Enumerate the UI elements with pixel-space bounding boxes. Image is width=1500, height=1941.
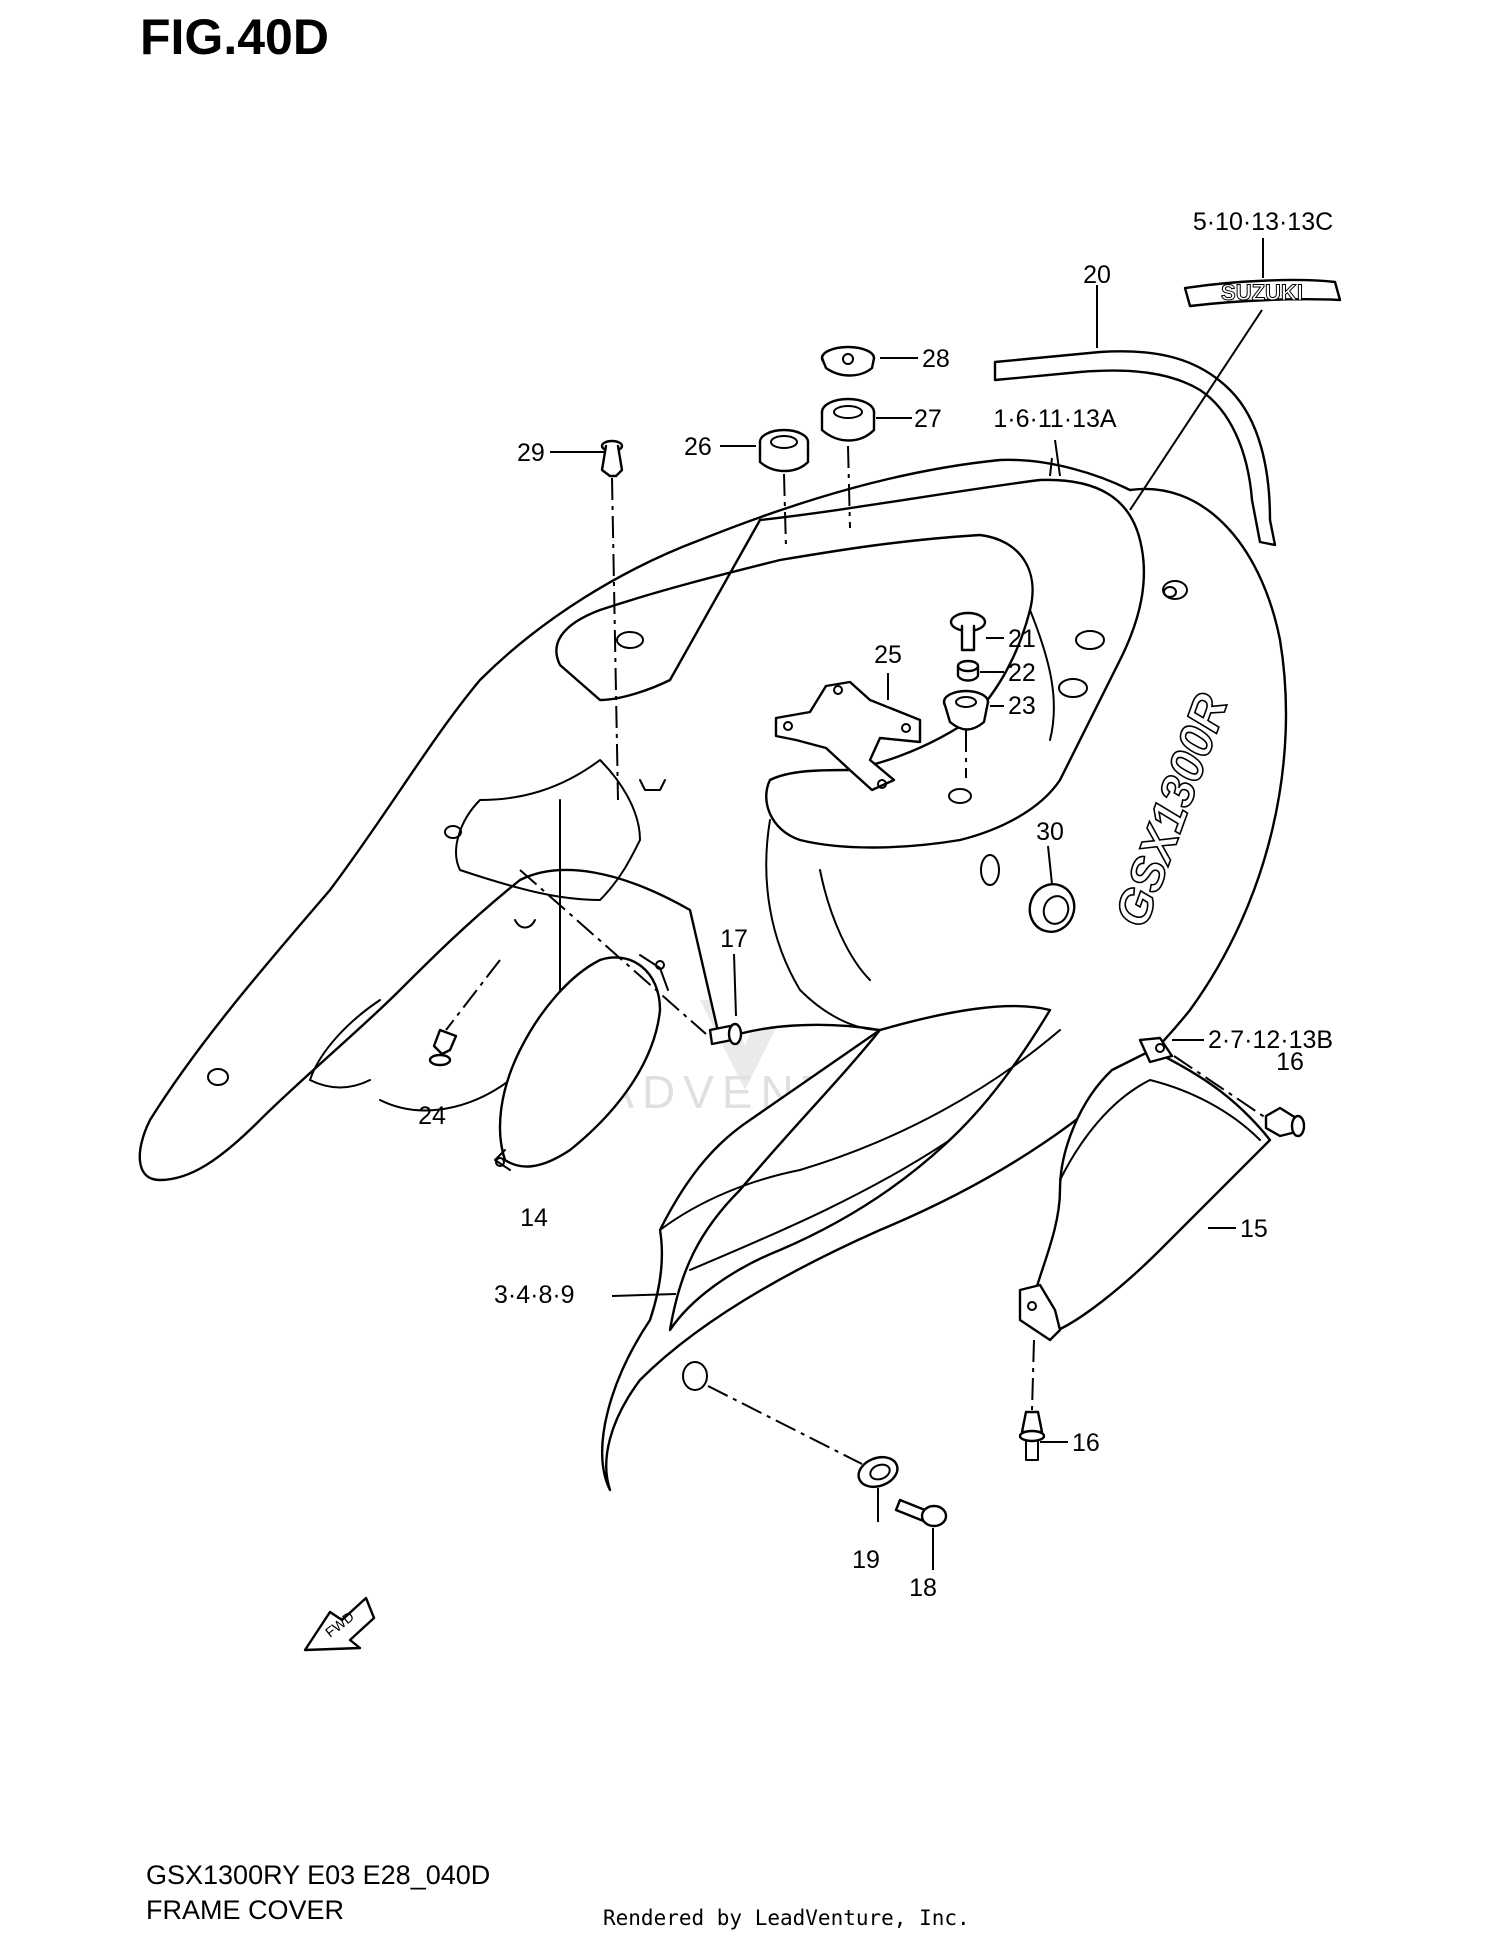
model-code: GSX1300RY E03 E28_040D bbox=[146, 1860, 491, 1890]
bolt-18 bbox=[894, 1498, 948, 1528]
callout-29: 29 bbox=[517, 439, 545, 467]
callout-25: 25 bbox=[874, 641, 902, 669]
callout-16-bottom: 16 bbox=[1072, 1429, 1100, 1457]
grommet-23 bbox=[942, 689, 990, 731]
clip-16-top bbox=[1264, 1106, 1306, 1138]
bolt-21 bbox=[949, 611, 987, 652]
assembly-dash-lines bbox=[445, 445, 1267, 1465]
callout-24: 24 bbox=[418, 1102, 446, 1130]
render-credit: Rendered by LeadVenture, Inc. bbox=[603, 1906, 970, 1930]
callout-19: 19 bbox=[852, 1546, 880, 1574]
grommet-19 bbox=[857, 1455, 899, 1489]
grommet-27 bbox=[820, 397, 876, 442]
callout-28: 28 bbox=[922, 345, 950, 373]
callout-labels: 5·10·13·13C 20 28 27 1·6·11·13A 29 26 21… bbox=[418, 208, 1333, 1602]
callout-17: 17 bbox=[720, 925, 748, 953]
bracket-25 bbox=[774, 680, 922, 792]
holder-14 bbox=[494, 954, 669, 1171]
callout-2-7-12-13b: 2·7·12·13B bbox=[1208, 1026, 1333, 1054]
callout-21: 21 bbox=[1008, 625, 1036, 653]
callout-3-4-8-9: 3·4·8·9 bbox=[494, 1281, 575, 1309]
svg-text:SUZUKI: SUZUKI bbox=[1221, 280, 1303, 305]
suzuki-emblem-decal: SUZUKI bbox=[1183, 278, 1342, 308]
trim-strip-20 bbox=[993, 350, 1277, 547]
callout-16-top: 16 bbox=[1276, 1048, 1304, 1076]
callout-27: 27 bbox=[914, 405, 942, 433]
grommet-30 bbox=[1028, 883, 1076, 933]
section-name: FRAME COVER bbox=[146, 1895, 345, 1925]
figure-title: FIG.40D bbox=[140, 9, 329, 65]
callout-5-10-13-13c: 5·10·13·13C bbox=[1193, 208, 1333, 236]
callout-1-6-11-13a: 1·6·11·13A bbox=[993, 405, 1117, 433]
leader-lines bbox=[550, 238, 1264, 1570]
clip-29 bbox=[600, 439, 624, 478]
screw-17 bbox=[708, 1022, 743, 1046]
callout-26: 26 bbox=[684, 433, 712, 461]
collar-22 bbox=[956, 659, 980, 682]
callout-20: 20 bbox=[1083, 261, 1111, 289]
frame-cover-body bbox=[138, 458, 1288, 1492]
callout-30: 30 bbox=[1036, 818, 1064, 846]
forward-direction-arrow: FWD bbox=[303, 1596, 376, 1652]
grommet-26 bbox=[758, 428, 810, 473]
callout-15: 15 bbox=[1240, 1215, 1268, 1243]
callout-23: 23 bbox=[1008, 692, 1036, 720]
callout-18: 18 bbox=[909, 1574, 937, 1602]
callout-22: 22 bbox=[1008, 659, 1036, 687]
callout-14: 14 bbox=[520, 1204, 548, 1232]
cap-28 bbox=[820, 345, 876, 377]
clip-24 bbox=[428, 1028, 458, 1067]
side-cover-15 bbox=[1018, 1036, 1272, 1342]
clip-16-bottom bbox=[1018, 1410, 1046, 1461]
